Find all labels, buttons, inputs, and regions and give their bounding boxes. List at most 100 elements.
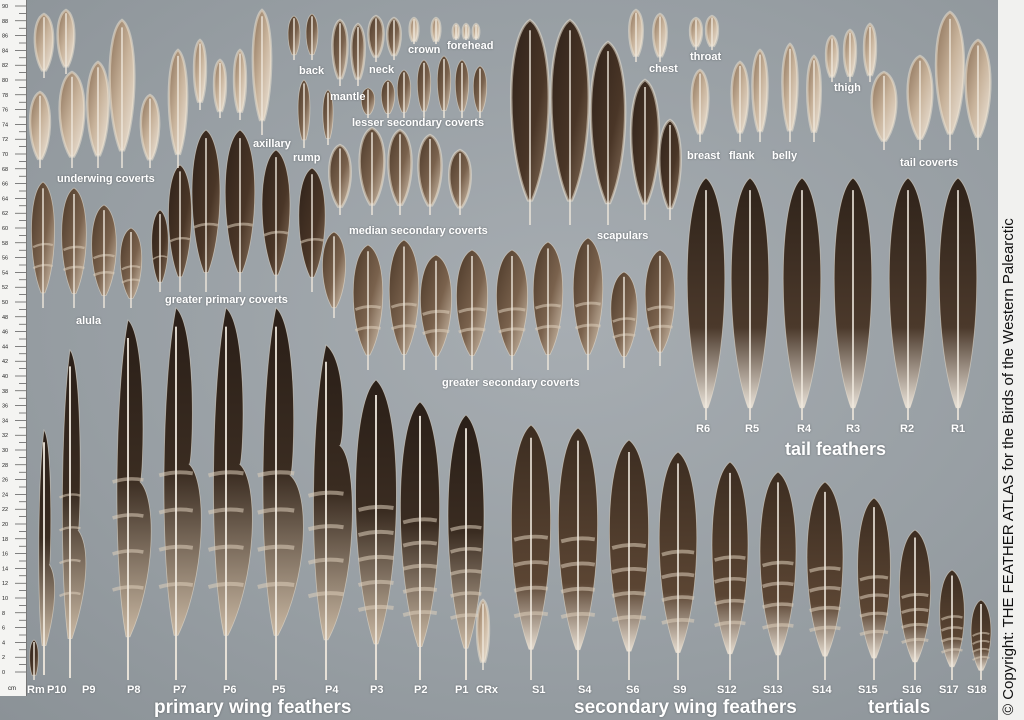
- tail-covert-feather: [870, 70, 898, 150]
- greater-secondary-covert: [496, 249, 528, 370]
- label-belly: belly: [772, 150, 798, 162]
- ruler-tick-label: 22: [2, 507, 8, 513]
- back-rump-feather: [287, 15, 301, 60]
- lesser-secondary-covert: [454, 59, 470, 118]
- ruler-tick-label: 48: [2, 315, 8, 321]
- ruler-tick-label: 2: [2, 655, 5, 661]
- chest-throat-feather: [652, 12, 668, 62]
- label-greater-secondary-coverts: greater secondary coverts: [442, 377, 580, 389]
- ruler-tick-label: 88: [2, 19, 8, 25]
- greater-secondary-covert: [532, 241, 564, 370]
- label-breast: breast: [687, 150, 721, 162]
- head-feather: [408, 16, 420, 44]
- primary-feather: [355, 379, 397, 680]
- ruler-unit: cm: [8, 686, 16, 692]
- ruler-tick-label: 78: [2, 93, 8, 99]
- ruler-tick-label: 42: [2, 359, 8, 365]
- ruler-tick-label: 56: [2, 256, 8, 262]
- remex-minor-feather: [29, 639, 39, 680]
- greater-secondary-covert: [456, 249, 488, 370]
- label-chest: chest: [649, 63, 678, 75]
- label-lesser-secondary-coverts: lesser secondary coverts: [352, 117, 485, 129]
- breast-flank-belly-feather: [751, 48, 769, 142]
- ruler-tick-label: 18: [2, 537, 8, 543]
- primary-feather: [112, 319, 152, 680]
- ruler-tick-label: 74: [2, 122, 8, 128]
- ruler-tick-label: 32: [2, 433, 8, 439]
- copyright-strip: [998, 0, 1024, 720]
- mantle-neck-feather: [386, 16, 402, 60]
- tail-label: R2: [900, 423, 915, 435]
- tail-feather: [730, 177, 770, 420]
- lesser-secondary-covert: [360, 87, 376, 118]
- scapular-feather: [629, 78, 661, 220]
- secondary-feather: [609, 439, 649, 680]
- greater-secondary-covert: [420, 254, 452, 370]
- ruler-tick-label: 72: [2, 137, 8, 143]
- tail-covert-feather: [934, 10, 966, 150]
- mantle-neck-feather: [331, 18, 349, 86]
- ruler-tick-label: 60: [2, 226, 8, 232]
- label-throat: throat: [690, 51, 722, 63]
- label-rump: rump: [293, 152, 321, 164]
- greater-secondary-covert: [644, 249, 676, 366]
- ruler-tick-label: 4: [2, 640, 5, 646]
- breast-flank-belly-feather: [781, 42, 799, 142]
- ruler-tick-label: 44: [2, 344, 8, 350]
- underwing-covert: [167, 48, 189, 168]
- secondary-feather: [970, 599, 992, 680]
- scapular-feather: [589, 40, 627, 225]
- secondary-feather: [857, 497, 891, 680]
- ruler-tick-label: 38: [2, 389, 8, 395]
- scapular-feather: [550, 18, 590, 225]
- median-secondary-covert: [358, 126, 386, 215]
- back-rump-feather: [322, 89, 334, 145]
- tail-feather: [938, 177, 978, 420]
- scapular-feather: [658, 118, 682, 220]
- secondary-label: S14: [812, 684, 832, 696]
- label-secondary-wing-feathers: secondary wing feathers: [574, 697, 797, 718]
- ruler-tick-label: 64: [2, 196, 8, 202]
- primary-label: P3: [370, 684, 384, 696]
- secondary-feather: [939, 569, 965, 680]
- ruler-tick-label: 82: [2, 63, 8, 69]
- label-flank: flank: [729, 150, 755, 162]
- underwing-covert: [86, 60, 110, 168]
- tail-label: R4: [797, 423, 812, 435]
- axillary-feather: [232, 48, 248, 120]
- tail-feather: [686, 177, 726, 420]
- label-scapulars: scapulars: [597, 230, 649, 242]
- ruler-tick-label: 50: [2, 300, 8, 306]
- crx-feather: [475, 598, 491, 670]
- ruler-tick-label: 62: [2, 211, 8, 217]
- ruler-tick-label: 54: [2, 270, 8, 276]
- secondary-feather: [658, 451, 698, 680]
- alula-feather: [119, 227, 143, 308]
- ruler-tick-label: 40: [2, 374, 8, 380]
- ruler-tick-label: 84: [2, 48, 8, 54]
- greater-secondary-covert: [388, 239, 420, 370]
- primary-feather: [38, 428, 56, 675]
- label-thigh: thigh: [834, 82, 861, 94]
- alula-feather: [91, 204, 117, 308]
- primary-label: Rm: [27, 684, 45, 696]
- secondary-label: S1: [532, 684, 546, 696]
- ruler-tick-label: 76: [2, 108, 8, 114]
- primary-label: P5: [272, 684, 286, 696]
- ruler-tick-label: 8: [2, 611, 5, 617]
- underwing-covert: [28, 90, 52, 168]
- lesser-secondary-covert: [436, 55, 452, 118]
- primary-label: P10: [47, 684, 67, 696]
- lesser-secondary-covert: [396, 69, 412, 118]
- ruler-tick-label: 26: [2, 478, 8, 484]
- primary-label: P4: [325, 684, 339, 696]
- label-mantle: mantle: [330, 91, 366, 103]
- primary-label: P6: [223, 684, 237, 696]
- tail-covert-feather: [906, 54, 934, 150]
- secondary-feather: [806, 481, 844, 680]
- chest-throat-feather: [688, 16, 704, 50]
- secondary-feather: [558, 427, 598, 680]
- tail-feather: [888, 177, 928, 420]
